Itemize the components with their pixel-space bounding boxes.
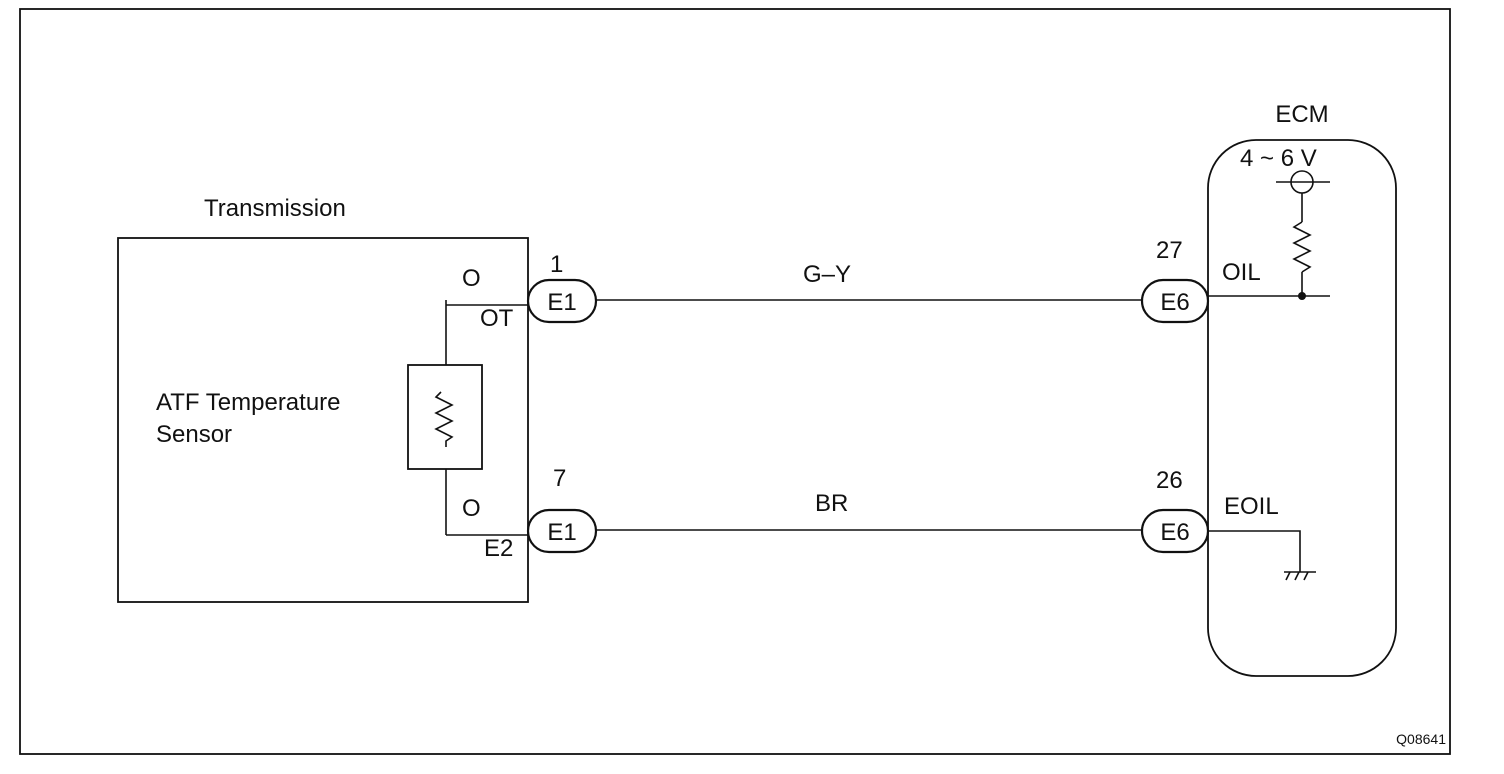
ground-hatch-3 <box>1303 571 1309 581</box>
pin-number-7: 7 <box>553 465 566 492</box>
terminal-ot-label: OT <box>480 305 514 332</box>
pullup-resistor-icon <box>1292 221 1312 273</box>
transmission-box <box>117 237 529 603</box>
connector-e6-top-label: E6 <box>1160 289 1189 316</box>
diagram-border <box>19 8 1451 755</box>
sensor-element-box <box>407 364 483 470</box>
pin-number-26: 26 <box>1156 467 1183 494</box>
junction-dot <box>1298 292 1306 300</box>
sensor-label-line1: ATF Temperature <box>156 389 341 416</box>
ecm-terminal-oil: OIL <box>1222 259 1261 286</box>
ecm-label: ECM <box>1275 101 1328 128</box>
terminal-e2-label: E2 <box>484 535 513 562</box>
connector-e1-top-label: E1 <box>547 289 576 316</box>
left-wire-color-bottom: O <box>462 495 481 522</box>
eoil-ground-wire <box>1208 530 1301 572</box>
wire-color-g-y: G–Y <box>803 261 851 288</box>
transmission-label: Transmission <box>204 195 346 222</box>
wire-color-br: BR <box>815 490 848 517</box>
voltage-label: 4 ~ 6 V <box>1240 145 1317 172</box>
pin-number-27: 27 <box>1156 237 1183 264</box>
connector-e6-bottom-label: E6 <box>1160 519 1189 546</box>
figure-code: Q08641 <box>1396 731 1446 747</box>
ecm-terminal-eoil: EOIL <box>1224 493 1279 520</box>
pin-number-1: 1 <box>550 251 563 278</box>
connector-e6-top <box>1140 278 1210 324</box>
connector-e1-top <box>526 278 598 324</box>
ground-hatch-1 <box>1285 571 1291 581</box>
sensor-resistor-icon <box>434 391 454 447</box>
connector-e1-bottom-label: E1 <box>547 519 576 546</box>
sensor-label-line2: Sensor <box>156 421 232 448</box>
left-wire-color-top: O <box>462 265 481 292</box>
ecm-box <box>1207 139 1397 677</box>
connector-e1-bottom <box>526 508 598 554</box>
ground-hatch-2 <box>1294 571 1300 581</box>
